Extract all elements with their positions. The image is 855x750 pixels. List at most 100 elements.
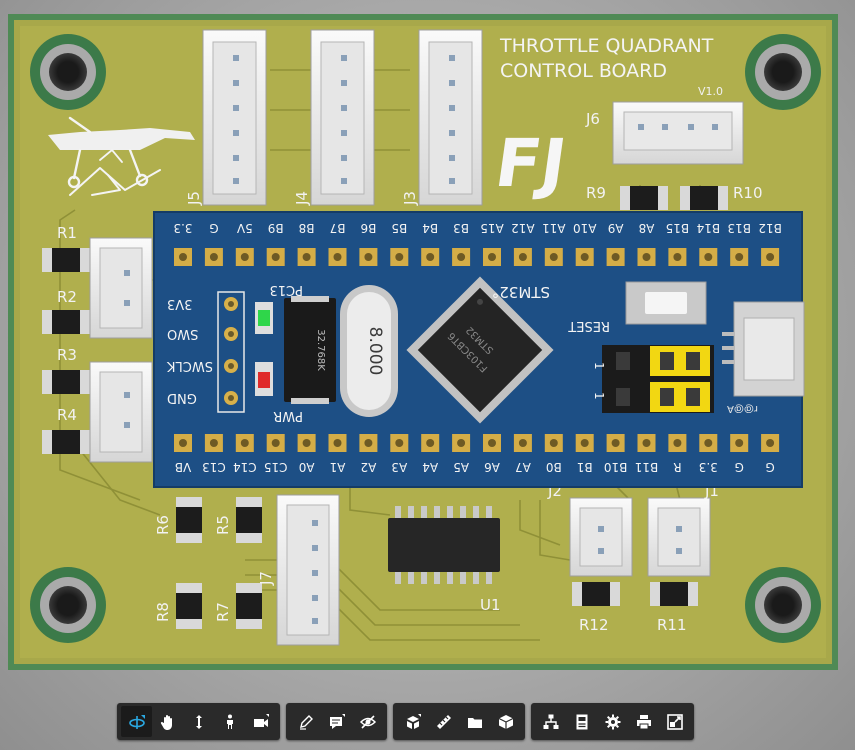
bottom-pin-hole (642, 439, 651, 447)
camera-icon (253, 713, 269, 727)
bottom-pin-label: VB (175, 460, 191, 474)
crystal-8mhz (340, 285, 398, 417)
measure-button[interactable] (428, 706, 459, 737)
bottom-pin-hole (704, 439, 713, 447)
usb-connector (722, 301, 805, 397)
reset-label: RESET (568, 318, 610, 333)
bottom-pin-hole (209, 439, 218, 447)
label-r9: R9 (586, 184, 606, 202)
orbit-button[interactable] (121, 706, 152, 737)
connector-j7 (276, 494, 340, 646)
walk-button[interactable] (214, 706, 245, 737)
label-r3: R3 (57, 346, 77, 364)
airplane-logo (48, 116, 195, 196)
tree-button[interactable] (535, 706, 566, 737)
settings-button[interactable] (597, 706, 628, 737)
top-pin-label: B8 (299, 221, 315, 235)
viewer-toolbar (117, 703, 694, 740)
bottom-pin-hole (766, 439, 775, 447)
bottom-pin-label: G (735, 460, 744, 474)
bottom-pin-label: C13 (202, 460, 226, 474)
resistors-bottom-left (176, 497, 262, 629)
bottom-pin-label: B11 (635, 460, 659, 474)
top-pin-hole (271, 253, 280, 261)
label-r6: R6 (154, 515, 172, 535)
bottom-pin-label: C14 (233, 460, 257, 474)
bottom-pin-hole (302, 439, 311, 447)
label-r10: R10 (733, 184, 763, 202)
boot-jumpers (602, 345, 714, 413)
top-pin-label: B13 (727, 221, 751, 235)
resistor-r12 (572, 582, 620, 606)
label-j7: J7 (257, 571, 275, 586)
top-pin-label: B7 (330, 221, 346, 235)
model-button[interactable] (490, 706, 521, 737)
reset-button (625, 281, 707, 325)
top-pin-label: A12 (511, 221, 534, 235)
led-pc13 (255, 302, 273, 334)
top-pin-hole (735, 253, 744, 261)
top-pin-hole (580, 253, 589, 261)
markup-button[interactable] (290, 706, 321, 737)
top-pin-hole (642, 253, 651, 261)
bottom-pin-hole (333, 439, 342, 447)
top-pin-hole (179, 253, 187, 261)
label-r11: R11 (657, 616, 687, 634)
visibility-button[interactable] (352, 706, 383, 737)
pcb-viewport[interactable]: THROTTLE QUADRANT CONTROL BOARD V1.0 FJ … (0, 0, 855, 700)
mounting-hole-bottom-right (745, 567, 821, 643)
top-pin-label: B14 (697, 221, 721, 235)
bottom-pin-label: A3 (391, 460, 407, 474)
mounting-hole-top-left (30, 34, 106, 110)
bottom-pin-label: A2 (360, 460, 376, 474)
pan-button[interactable] (152, 706, 183, 737)
label-j5: J5 (185, 191, 203, 206)
print-button[interactable] (628, 706, 659, 737)
properties-button[interactable] (566, 706, 597, 737)
top-pin-label: B3 (453, 221, 469, 235)
crystal-label: 8.000 (365, 327, 385, 376)
bottom-pin-hole (488, 439, 496, 447)
fullscreen-icon (666, 713, 683, 730)
comment-button[interactable] (321, 706, 352, 737)
bottom-pin-hole (240, 439, 249, 447)
connector-j8 (89, 237, 153, 339)
ic-u1 (388, 506, 500, 584)
swd-label-swclk: SWCLK (167, 358, 213, 373)
toolbar-group-3 (393, 703, 525, 740)
resistor-r11 (650, 582, 698, 606)
label-j3: J3 (401, 191, 419, 206)
top-pin-label: B6 (360, 221, 376, 235)
folder-button[interactable] (459, 706, 490, 737)
zoom-button[interactable] (183, 706, 214, 737)
zoom-icon (195, 714, 202, 729)
top-pin-label: B9 (268, 221, 284, 235)
top-pin-label: A8 (639, 221, 655, 235)
properties-icon (576, 714, 587, 729)
top-pin-hole (611, 253, 620, 261)
label-r12: R12 (579, 616, 609, 634)
model-icon (498, 714, 513, 729)
bottom-pin-label: A7 (515, 460, 531, 474)
bottom-pin-hole (549, 439, 558, 447)
folder-icon (467, 717, 482, 728)
top-pin-hole (457, 253, 466, 261)
top-pin-label: B4 (422, 221, 438, 235)
label-pwr: PWR (273, 408, 303, 423)
label-r2: R2 (57, 288, 77, 306)
top-pin-label: 3.3 (173, 221, 192, 235)
bottom-pin-label: A6 (484, 460, 500, 474)
top-pin-label: A10 (573, 221, 596, 235)
bottom-pin-label: R (673, 460, 681, 474)
fullscreen-button[interactable] (659, 706, 690, 737)
bottom-pin-label: G (765, 460, 774, 474)
camera-button[interactable] (245, 706, 276, 737)
bottom-pin-hole (457, 439, 466, 447)
toolbar-group-2 (286, 703, 387, 740)
jumper-label-1: 1 (592, 362, 606, 370)
visibility-icon (359, 714, 376, 729)
resistors-left (42, 248, 90, 454)
explode-button[interactable] (397, 706, 428, 737)
